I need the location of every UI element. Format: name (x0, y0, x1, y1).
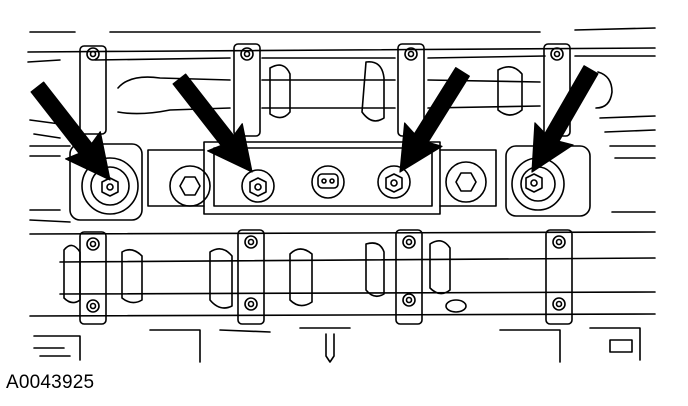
bolt-2 (249, 177, 267, 197)
arrow-icon (531, 65, 599, 173)
bolt-1 (101, 177, 119, 197)
upper-cam-lobe (361, 61, 385, 122)
cap-bolt (86, 47, 100, 61)
arrow-icon (172, 73, 253, 173)
figure-id-label: A0043925 (6, 372, 95, 393)
arrow-icon (30, 81, 111, 181)
middle-section (29, 141, 656, 223)
lower-cam-lobe (365, 242, 385, 298)
lower-bearing-cap (395, 229, 423, 325)
lower-cam-lobe (289, 248, 313, 307)
upper-cam-lobe (269, 64, 291, 119)
lower-cam-lobe (121, 248, 143, 304)
upper-camshaft-assembly (27, 27, 656, 139)
lower-bearing-cap (237, 229, 265, 325)
center-plate (203, 141, 441, 215)
target-bolts (101, 173, 543, 197)
upper-bearing-cap (233, 43, 261, 137)
upper-cam-lobe (497, 66, 523, 116)
lower-cam-lobe (209, 248, 233, 309)
callout-arrows (30, 65, 599, 181)
upper-bearing-cap (79, 45, 107, 135)
bolt-4 (525, 173, 543, 193)
lower-bearing-cap (545, 229, 573, 325)
lower-cam-lobe (429, 240, 451, 295)
cap-bolt (240, 47, 254, 61)
lower-bearing-cap (79, 231, 107, 325)
left-boss (69, 143, 143, 221)
bolt-3 (385, 173, 403, 193)
cap-bolt (404, 47, 418, 61)
lower-camshaft (59, 257, 656, 295)
upper-bearing-cap (397, 43, 425, 137)
center-sensor (311, 165, 345, 199)
cap-bolt (550, 47, 564, 61)
lower-camshaft-assembly (29, 229, 656, 363)
arrow-icon (399, 67, 470, 173)
